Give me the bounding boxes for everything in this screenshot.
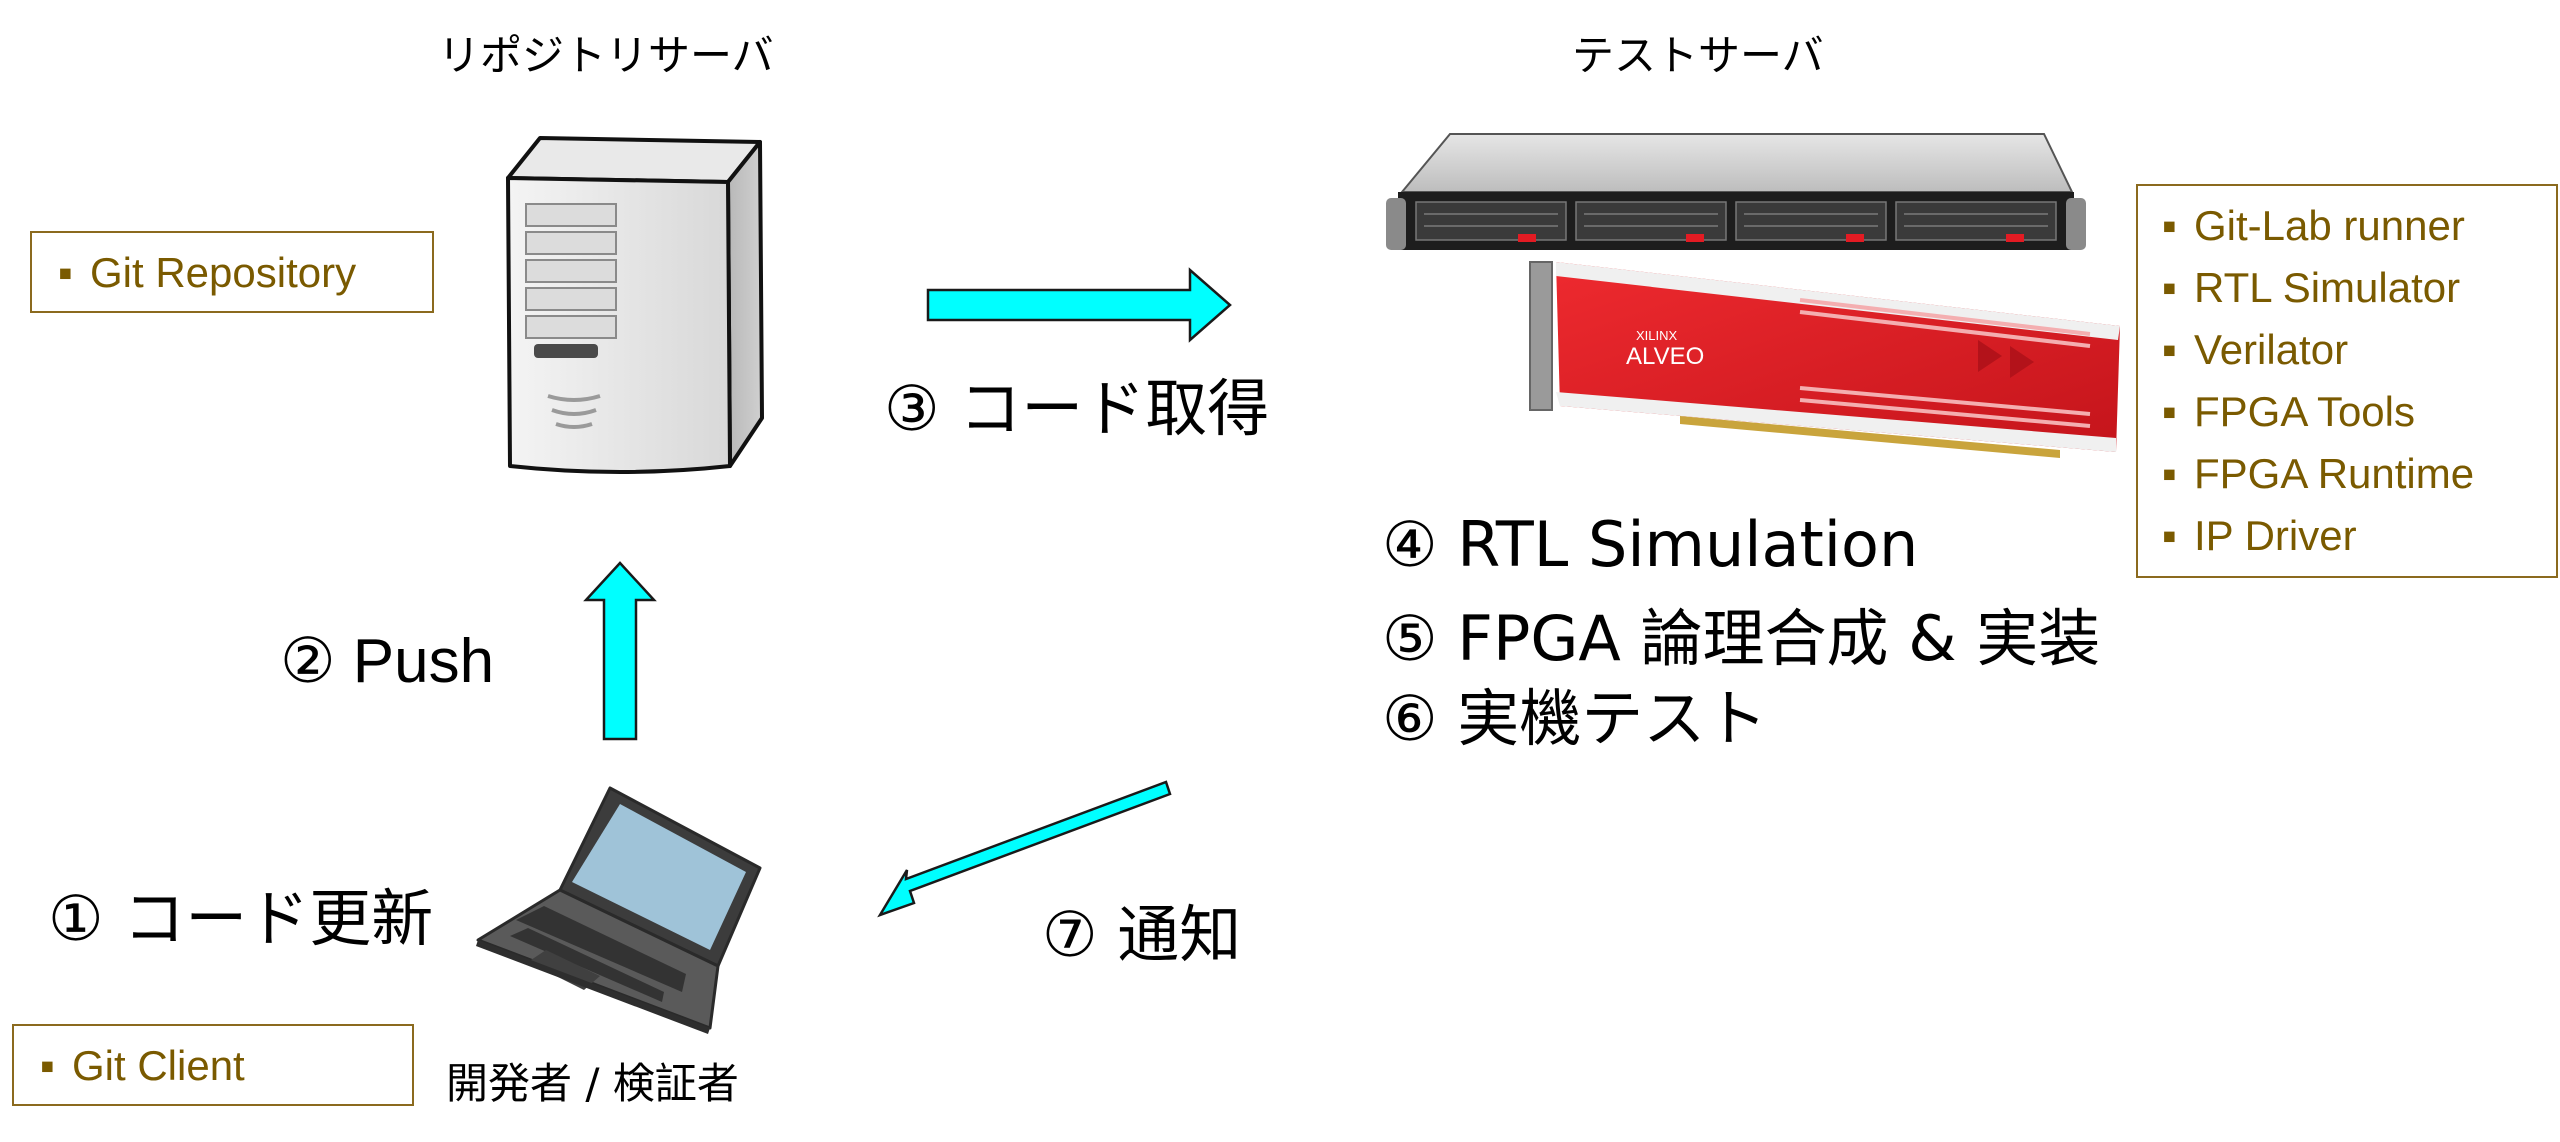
laptop-icon bbox=[476, 786, 762, 1034]
developer-label: 開発者 / 検証者 bbox=[446, 1059, 739, 1108]
fpga-accelerator-card-icon: XILINX ALVEO bbox=[1529, 261, 2120, 458]
repo-tools-item: ▪Git Repository bbox=[58, 249, 357, 296]
notify-arrow bbox=[877, 780, 1172, 918]
repo-server-title: リポジトリサーバ bbox=[438, 31, 774, 80]
fetch-arrow bbox=[926, 267, 1232, 343]
card-brand-label: XILINX bbox=[1636, 328, 1678, 343]
test-tools-item: ▪Git-Lab runner bbox=[2162, 202, 2465, 249]
push-arrow bbox=[583, 561, 657, 741]
test-tools-item: ▪IP Driver bbox=[2162, 512, 2357, 559]
client-tools-box: ▪Git Client bbox=[12, 1024, 414, 1106]
step-5-fpga-synthesis: ⑤ FPGA 論理合成 & 実装 bbox=[1382, 602, 2101, 675]
test-tools-item: ▪FPGA Runtime bbox=[2162, 450, 2475, 497]
test-tools-item: ▪FPGA Tools bbox=[2162, 388, 2415, 435]
step-2-push: ② Push bbox=[280, 627, 495, 696]
tower-server-icon bbox=[506, 136, 764, 474]
test-tools-item: ▪RTL Simulator bbox=[2162, 264, 2461, 311]
step-1-code-update: ① コード更新 bbox=[48, 882, 434, 955]
step-7-notify: ⑦ 通知 bbox=[1042, 898, 1242, 971]
rack-server-icon bbox=[1386, 133, 2086, 250]
step-3-code-fetch: ③ コード取得 bbox=[884, 372, 1270, 445]
test-tools-box: ▪Git-Lab runner ▪RTL Simulator ▪Verilato… bbox=[2136, 184, 2558, 578]
step-4-rtl-simulation: ④ RTL Simulation bbox=[1382, 508, 1919, 581]
card-product-label: ALVEO bbox=[1626, 343, 1704, 370]
test-server-title: テストサーバ bbox=[1572, 31, 1824, 80]
repo-tools-box: ▪Git Repository bbox=[30, 231, 434, 313]
client-tools-item: ▪Git Client bbox=[40, 1042, 245, 1089]
test-tools-item: ▪Verilator bbox=[2162, 326, 2349, 373]
step-6-hardware-test: ⑥ 実機テスト bbox=[1382, 682, 1768, 755]
